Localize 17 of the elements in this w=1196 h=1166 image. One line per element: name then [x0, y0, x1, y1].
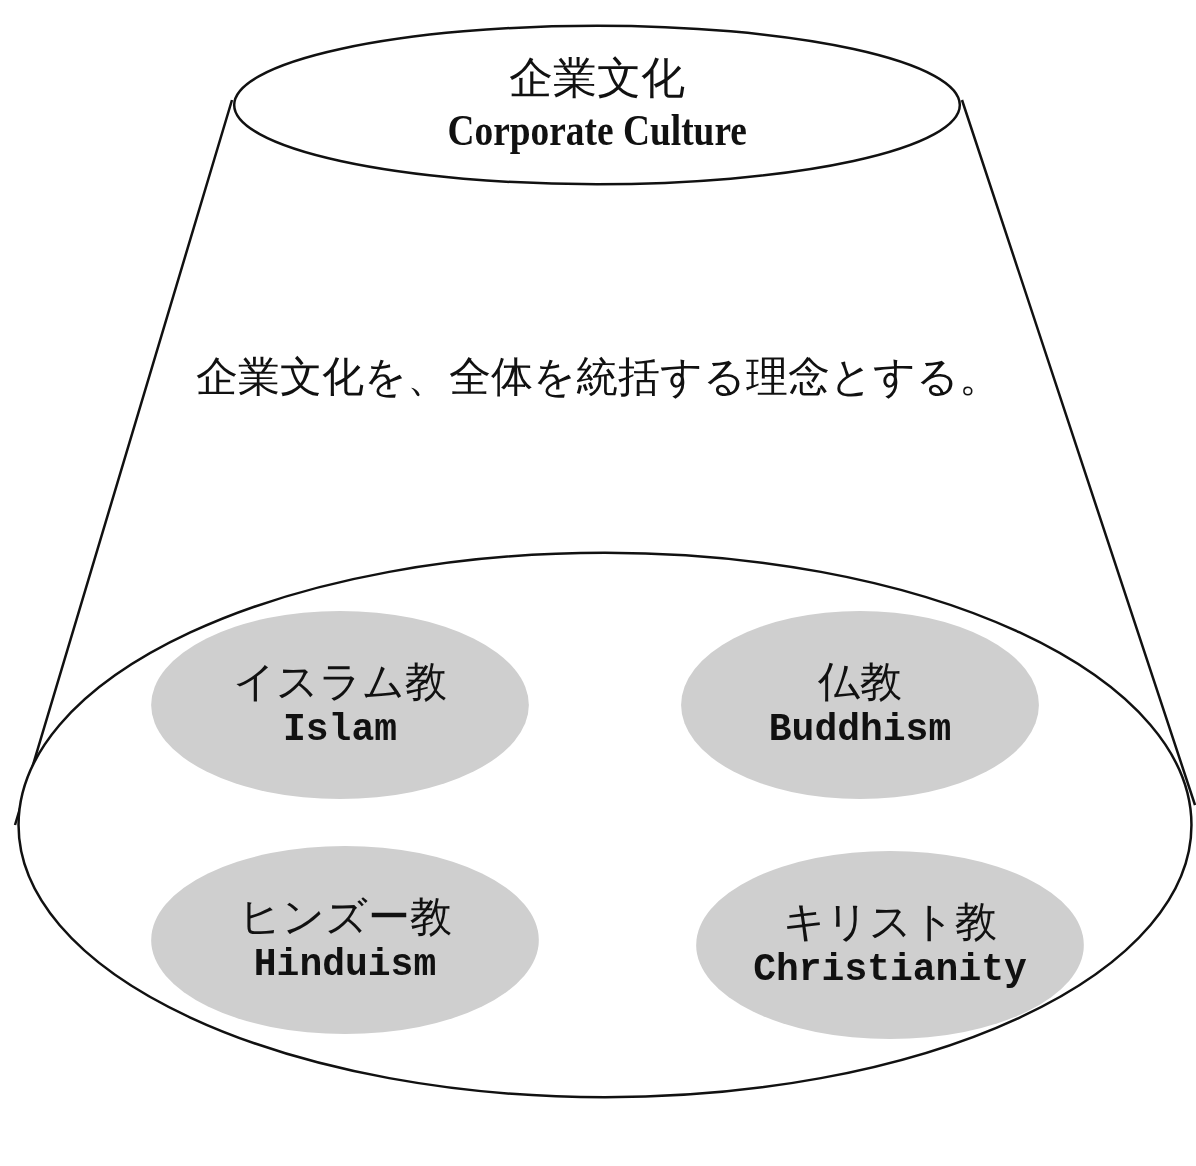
title-text: 仏教 [818, 657, 902, 708]
top-ellipse [232, 25, 962, 185]
religion-ellipse [150, 610, 530, 800]
title-text: イスラム教 [233, 657, 447, 708]
english-text: Islam [283, 707, 397, 753]
religion-ellipse [150, 845, 540, 1035]
english-text: Hinduism [253, 942, 437, 988]
english-text: Christianity [753, 947, 1027, 993]
english-text: Corporate Culture [447, 105, 747, 157]
religion-ellipse [695, 850, 1085, 1040]
english-text: Buddhism [768, 707, 952, 753]
title-text: ヒンズー教 [238, 892, 452, 943]
title-text: 企業文化 [509, 52, 685, 105]
base-ellipse [15, 550, 1195, 1100]
description-text: 企業文化を、全体を統括する理念とする。 [194, 352, 1002, 403]
religion-ellipse [680, 610, 1040, 800]
title-text: キリスト教 [783, 897, 997, 948]
